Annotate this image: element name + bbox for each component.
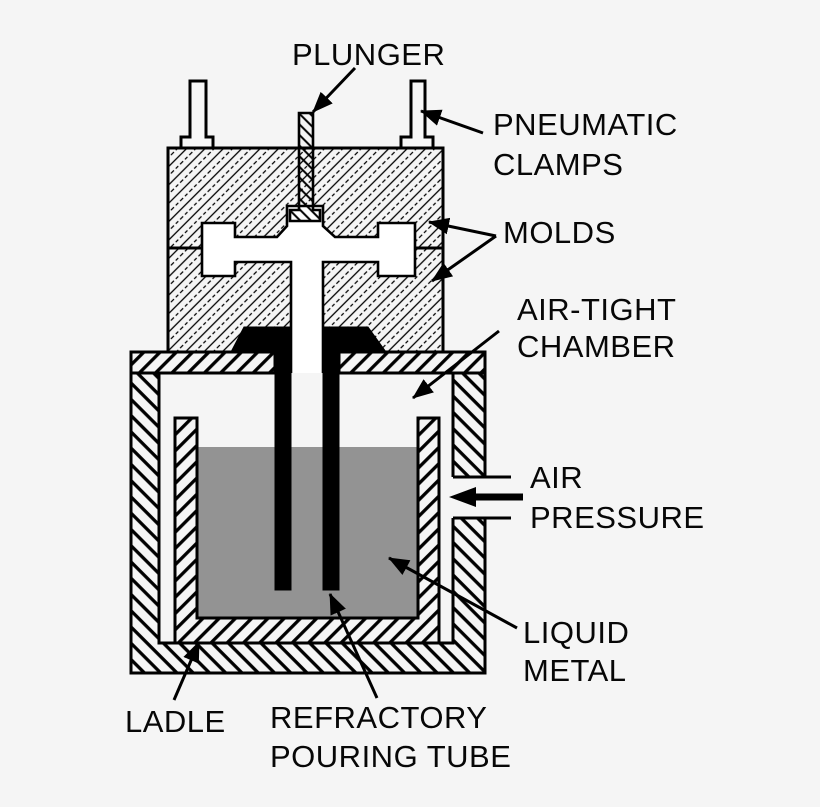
- label-ladle: LADLE: [125, 704, 226, 739]
- molds-arrow-upper-icon: [427, 217, 497, 238]
- pneumatic-clamp-left: [179, 79, 215, 150]
- refractory-pouring-tube-arrow-icon: [328, 593, 379, 699]
- chamber-outline-outer: [129, 373, 487, 675]
- air-tight-chamber-arrow-icon: [412, 329, 500, 400]
- label-pneumatic-clamps-line1: PNEUMATIC: [493, 107, 678, 142]
- label-refractory-pouring-tube-line1: REFRACTORY: [270, 700, 487, 735]
- label-refractory-pouring-tube-line2: POURING TUBE: [270, 739, 511, 774]
- plunger-arrow-icon: [311, 66, 357, 114]
- mold-cavity: [202, 206, 415, 373]
- ladle-arrow-icon: [172, 641, 201, 701]
- label-liquid-metal-line1: LIQUID: [523, 615, 629, 650]
- liquid-metal-arrow-icon: [388, 556, 518, 630]
- label-liquid-metal-line2: METAL: [523, 653, 627, 688]
- label-air-tight-chamber-line2: CHAMBER: [517, 329, 676, 364]
- chamber-lid-left: [129, 350, 277, 375]
- pneumatic-clamp-right: [399, 79, 435, 150]
- pneumatic-clamps-arrow-icon: [420, 109, 484, 135]
- label-air-pressure-line1: AIR: [530, 460, 583, 495]
- liquid-metal: [197, 447, 418, 618]
- label-pneumatic-clamps-line2: CLAMPS: [493, 147, 623, 182]
- pouring-tube-left-wall: [230, 326, 292, 591]
- label-air-tight-chamber-line1: AIR-TIGHT: [517, 292, 677, 327]
- chamber-outline-inner: [157, 373, 455, 645]
- label-molds: MOLDS: [503, 215, 616, 250]
- chamber-lid-right: [337, 350, 487, 375]
- air-pressure-arrow-icon: [449, 487, 523, 507]
- pouring-tube-right-wall: [322, 326, 387, 591]
- plunger: [288, 111, 322, 223]
- label-air-pressure-line2: PRESSURE: [530, 500, 705, 535]
- molds-arrow-lower-icon: [431, 234, 497, 283]
- label-plunger: PLUNGER: [292, 37, 445, 72]
